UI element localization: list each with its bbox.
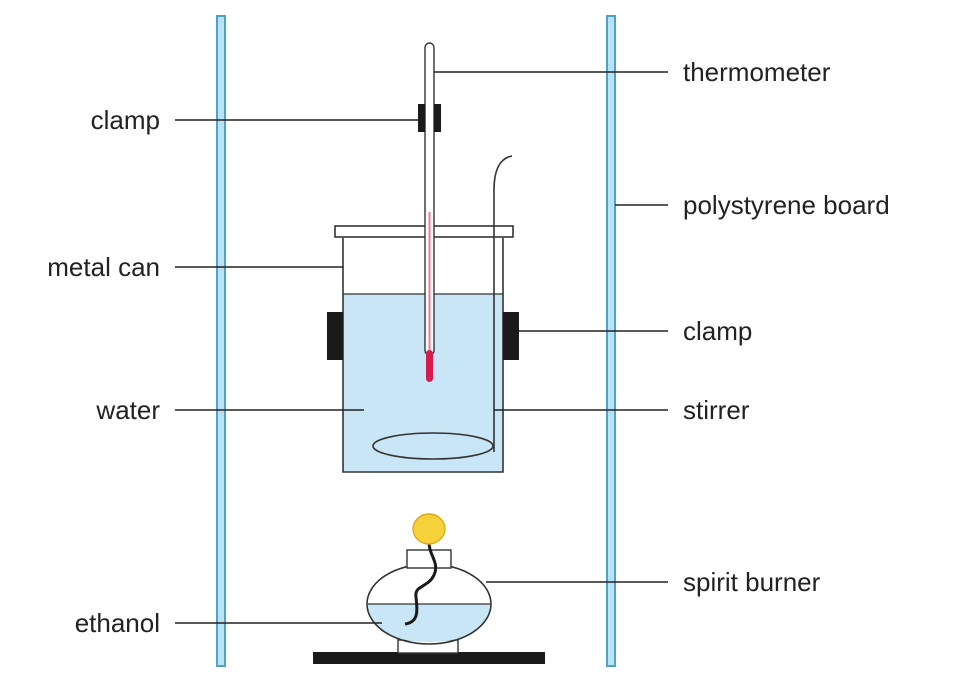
label-water: water <box>95 395 160 425</box>
stirrer <box>372 155 513 460</box>
label-thermometer: thermometer <box>683 57 831 87</box>
burner-base-plate <box>313 652 545 664</box>
flame-icon <box>412 513 446 545</box>
stirrer-rod <box>493 155 513 452</box>
stirrer-ring <box>372 432 494 460</box>
water-body <box>343 294 503 472</box>
burner-neck <box>406 549 452 569</box>
label-stirrer: stirrer <box>683 395 750 425</box>
label-ethanol: ethanol <box>75 608 160 638</box>
label-clamp-right: clamp <box>683 316 752 346</box>
polystyrene-board-left <box>216 15 226 667</box>
thermometer-clamp-left <box>418 104 425 132</box>
thermometer-bulb <box>426 350 433 382</box>
clamp-right-block <box>503 312 519 360</box>
label-polystyrene-board: polystyrene board <box>683 190 890 220</box>
thermometer <box>418 42 441 382</box>
label-spirit-burner: spirit burner <box>683 567 821 597</box>
spirit-burner <box>313 513 545 664</box>
label-clamp-top: clamp <box>91 105 160 135</box>
clamp-left-block <box>327 312 343 360</box>
metal-can <box>334 225 514 473</box>
metal-can-lid <box>334 225 514 238</box>
polystyrene-board-right <box>606 15 616 667</box>
burner-wick <box>404 539 438 626</box>
thermometer-clamp-right <box>434 104 441 132</box>
ethanol-liquid <box>368 604 490 642</box>
label-metal-can: metal can <box>47 252 160 282</box>
